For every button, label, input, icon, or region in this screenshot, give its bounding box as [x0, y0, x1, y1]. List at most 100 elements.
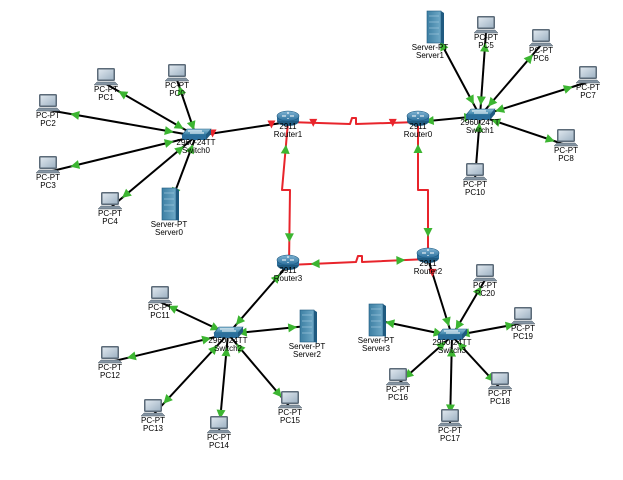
pc-icon: [528, 29, 554, 47]
device-name-label: Router0: [404, 130, 433, 139]
pc-screen: [145, 400, 161, 411]
link-status-pc1: [118, 91, 129, 100]
device-name-label: PC12: [100, 371, 121, 380]
device-model-label: PC-PT: [94, 85, 118, 94]
device-model-label: PC-PT: [473, 281, 497, 290]
pc-screen: [211, 417, 227, 428]
link-router1-router0[interactable]: [287, 117, 419, 125]
link-status-pc2: [70, 111, 80, 120]
link-status-switch3: [447, 347, 457, 357]
link-status-switch0: [186, 120, 196, 131]
device-name-label: PC16: [388, 393, 409, 402]
pc-screen: [102, 347, 118, 358]
device-name-label: PC18: [490, 397, 511, 406]
device-name-label: PC13: [143, 424, 164, 433]
pc-screen: [282, 392, 298, 403]
link-status-switch1: [465, 94, 474, 105]
pc-keyboard: [472, 277, 498, 282]
pc-screen: [390, 369, 406, 380]
switch-arrows-icon: [188, 130, 204, 134]
link-status-pc15: [272, 387, 282, 398]
link-status-switch3: [455, 319, 465, 330]
router-arrows-icon: [412, 112, 424, 119]
link-status-switch0: [164, 126, 174, 135]
pc-icon: [437, 409, 463, 427]
link-router0-router2[interactable]: [417, 122, 429, 259]
link-status-switch1: [491, 118, 502, 127]
device-name-label: Server1: [416, 51, 445, 60]
device-name-label: Router3: [274, 274, 303, 283]
device-name-label: Server0: [155, 228, 184, 237]
link-status-router0: [388, 118, 397, 127]
link-status-switch1: [488, 96, 498, 107]
pc-keyboard: [277, 404, 303, 409]
pc-icon: [487, 372, 513, 390]
router-icon: [276, 110, 300, 126]
device-model-label: PC-PT: [474, 33, 498, 42]
link-status-switch2: [235, 315, 246, 325]
pc-icon: [35, 94, 61, 112]
device-model-label: PC-PT: [529, 46, 553, 55]
link-status-router2: [423, 228, 433, 238]
pc-icon: [472, 264, 498, 282]
device-model-label: 2960-24TT: [176, 138, 215, 147]
pc-icon: [206, 416, 232, 434]
pc-icon: [93, 68, 119, 86]
device-name-label: PC10: [465, 188, 486, 197]
link-status-router2: [396, 255, 406, 265]
pc-keyboard: [553, 142, 579, 147]
link-router1-router3[interactable]: [281, 121, 291, 266]
device-model-label: 2960-24TT: [460, 118, 499, 127]
pc-screen: [40, 157, 56, 168]
device-model-label: Server-PT: [151, 220, 188, 229]
device-name-label: PC17: [440, 434, 461, 443]
pc-icon: [35, 156, 61, 174]
device-model-label: 2960-24TT: [208, 336, 247, 345]
switch-icon: [213, 326, 244, 338]
switch-icon: [437, 328, 468, 340]
link-status-router2: [428, 268, 437, 277]
link-router3-router2[interactable]: [287, 255, 429, 266]
device-model-label: 2911: [279, 122, 297, 131]
link-status-switch2: [236, 343, 246, 354]
link-status-pc6: [523, 54, 533, 65]
device-model-label: Server-PT: [289, 342, 326, 351]
pc-icon: [575, 66, 601, 84]
device-model-label: PC-PT: [148, 303, 172, 312]
switch-arrows-icon: [220, 328, 236, 332]
link-status-pc7: [562, 85, 573, 94]
